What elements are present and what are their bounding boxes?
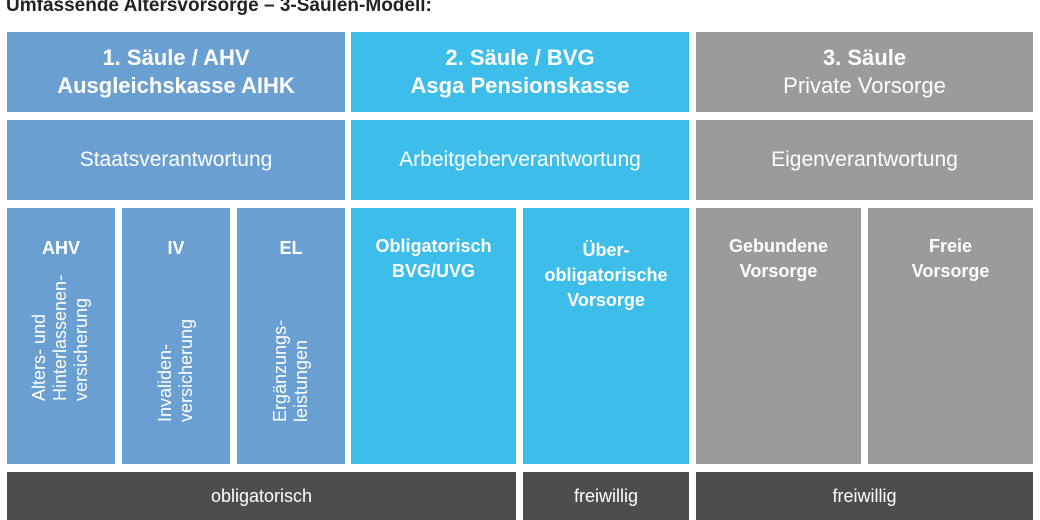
label-line: Vorsorge bbox=[911, 261, 990, 281]
label-line: BVG/UVG bbox=[391, 261, 475, 281]
sub-el: EL Ergänzungs- leistungen bbox=[237, 208, 345, 464]
sub-freie-vorsorge: Freie Vorsorge bbox=[868, 208, 1033, 464]
sub-ahv-label: AHV bbox=[41, 238, 80, 258]
diagram-title: Umfassende Altersvorsorge – 3-Säulen-Mod… bbox=[6, 0, 432, 16]
sub-el-label: EL bbox=[279, 238, 303, 258]
pillar-1-subtitle: Ausgleichskasse AIHK bbox=[57, 73, 295, 98]
vertical-line: Alters- und bbox=[29, 313, 49, 401]
pillar-1-responsibility: Staatsverantwortung bbox=[7, 120, 345, 200]
label-line: obligatorische bbox=[544, 265, 668, 285]
vertical-line: versicherung bbox=[71, 297, 91, 401]
footer-obligatorisch: obligatorisch bbox=[7, 472, 516, 520]
pillar-2-subtitle: Asga Pensionskasse bbox=[410, 73, 630, 98]
vertical-line: versicherung bbox=[176, 318, 196, 422]
vertical-line: Ergänzungs- bbox=[270, 319, 290, 422]
pillar-2-title: 2. Säule / BVG bbox=[445, 45, 595, 70]
label-line: Über- bbox=[582, 240, 630, 260]
pillar-1-title: 1. Säule / AHV bbox=[102, 45, 250, 70]
sub-gebundene-vorsorge: Gebundene Vorsorge bbox=[696, 208, 861, 464]
pillar-3-responsibility: Eigenverantwortung bbox=[696, 120, 1033, 200]
sub-iv-description: Invaliden- versicherung bbox=[155, 319, 197, 422]
footer-freiwillig-pillar-3: freiwillig bbox=[696, 472, 1033, 520]
sub-obligatorisch: Obligatorisch BVG/UVG bbox=[351, 208, 516, 464]
label-line: Vorsorge bbox=[567, 290, 645, 310]
sub-obligatorisch-label: Obligatorisch BVG/UVG bbox=[351, 208, 516, 284]
sub-ahv-description: Alters- und Hinterlassenen- versicherung bbox=[29, 275, 92, 401]
pillar-3-subtitle: Private Vorsorge bbox=[783, 73, 946, 98]
vertical-line: Hinterlassenen- bbox=[50, 274, 70, 401]
label-line: Obligatorisch bbox=[375, 236, 492, 256]
pillar-2-responsibility: Arbeitgeberverantwortung bbox=[351, 120, 689, 200]
footer-freiwillig-pillar-2: freiwillig bbox=[523, 472, 689, 520]
pillar-2-header: 2. Säule / BVG Asga Pensionskasse bbox=[351, 32, 689, 112]
sub-gebundene-vorsorge-label: Gebundene Vorsorge bbox=[696, 208, 861, 284]
sub-ueberobligatorisch: Über- obligatorische Vorsorge bbox=[523, 208, 689, 464]
sub-ahv: AHV Alters- und Hinterlassenen- versiche… bbox=[7, 208, 115, 464]
pillar-3-header: 3. Säule Private Vorsorge bbox=[696, 32, 1033, 112]
pillar-1-header: 1. Säule / AHV Ausgleichskasse AIHK bbox=[7, 32, 345, 112]
sub-freie-vorsorge-label: Freie Vorsorge bbox=[868, 208, 1033, 284]
sub-iv-label: IV bbox=[167, 238, 185, 258]
sub-el-description: Ergänzungs- leistungen bbox=[270, 320, 312, 422]
sub-iv: IV Invaliden- versicherung bbox=[122, 208, 230, 464]
vertical-line: leistungen bbox=[291, 339, 311, 422]
label-line: Vorsorge bbox=[739, 261, 818, 281]
pillar-3-title: 3. Säule bbox=[822, 45, 907, 70]
label-line: Gebundene bbox=[728, 236, 828, 256]
sub-ueberobligatorisch-label: Über- obligatorische Vorsorge bbox=[523, 208, 689, 313]
label-line: Freie bbox=[928, 236, 973, 256]
vertical-line: Invaliden- bbox=[155, 343, 175, 422]
